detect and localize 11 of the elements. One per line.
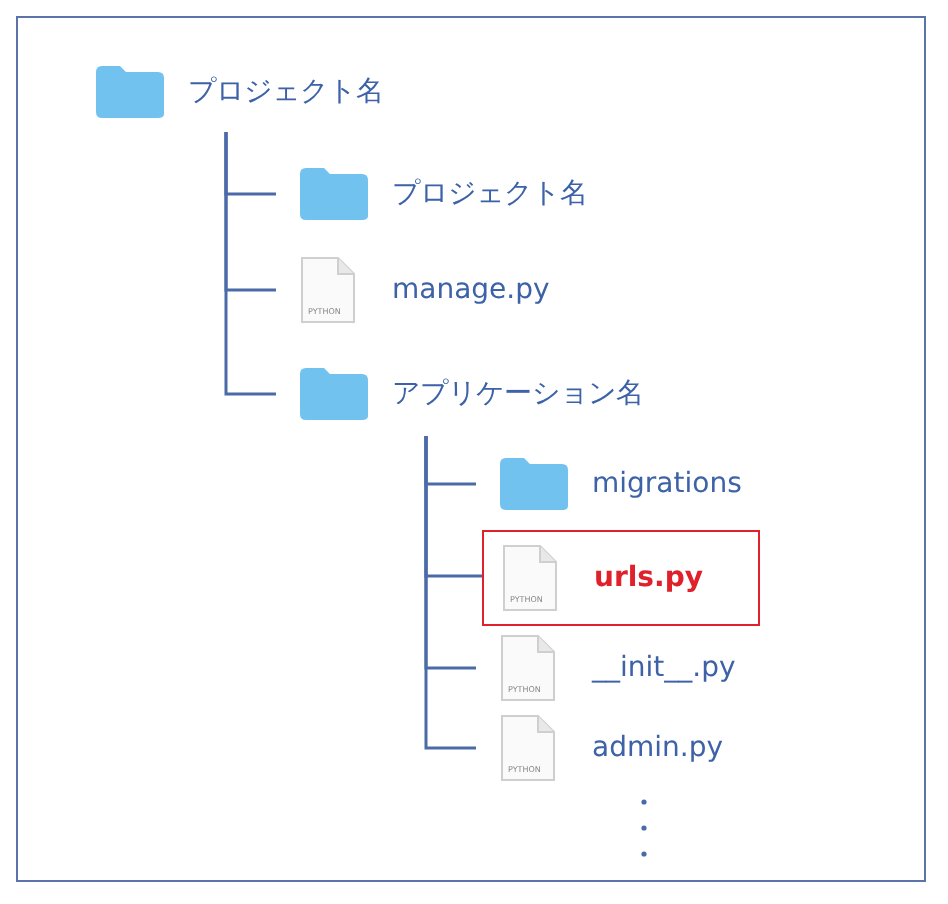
folder-name: migrations [592,468,742,500]
folder-name: アプリケーション名 [392,376,644,412]
tree-connector [424,436,476,750]
file-name: urls.py [594,562,703,594]
folder-name: プロジェクト名 [188,74,384,110]
file-name: manage.py [392,274,550,306]
highlight-box [482,530,760,626]
folder-name: プロジェクト名 [392,176,588,212]
tree-connector [224,132,276,396]
file-name: admin.py [592,732,723,764]
file-name: __init__.py [592,652,736,684]
